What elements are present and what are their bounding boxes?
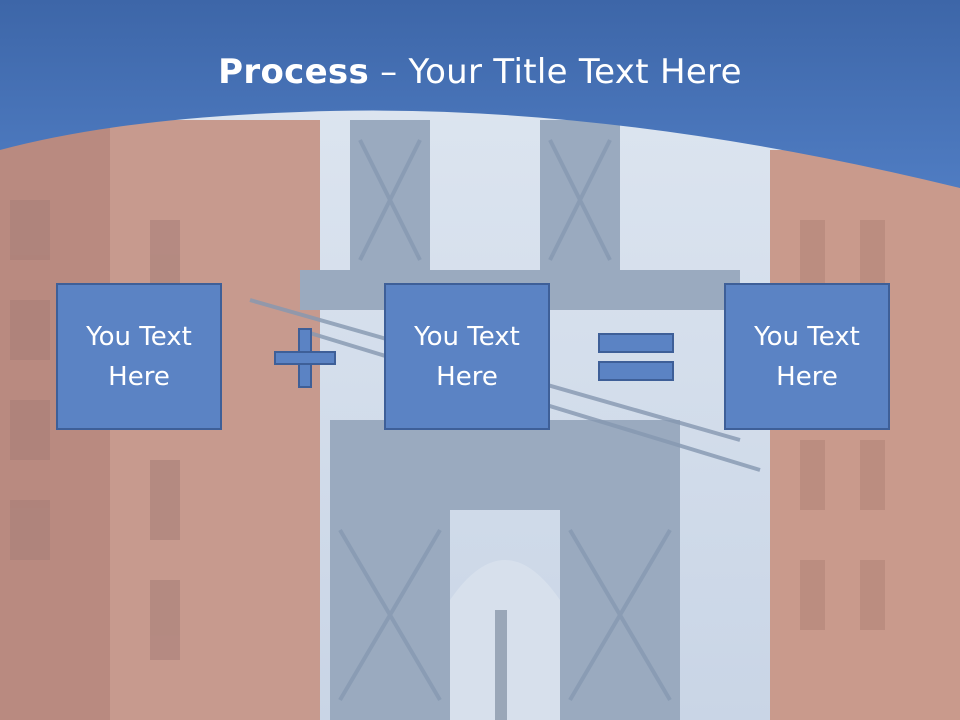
equals-icon-bar — [598, 361, 674, 381]
plus-icon-bar — [274, 351, 336, 365]
header-band — [0, 0, 960, 188]
title-rest: – Your Title Text Here — [369, 52, 742, 92]
slide-title: Process – Your Title Text Here — [0, 52, 960, 92]
process-box-3[interactable]: You Text Here — [724, 283, 890, 430]
process-box-1[interactable]: You Text Here — [56, 283, 222, 430]
title-bold: Process — [218, 52, 370, 92]
process-box-2[interactable]: You Text Here — [384, 283, 550, 430]
equals-icon — [598, 333, 674, 353]
